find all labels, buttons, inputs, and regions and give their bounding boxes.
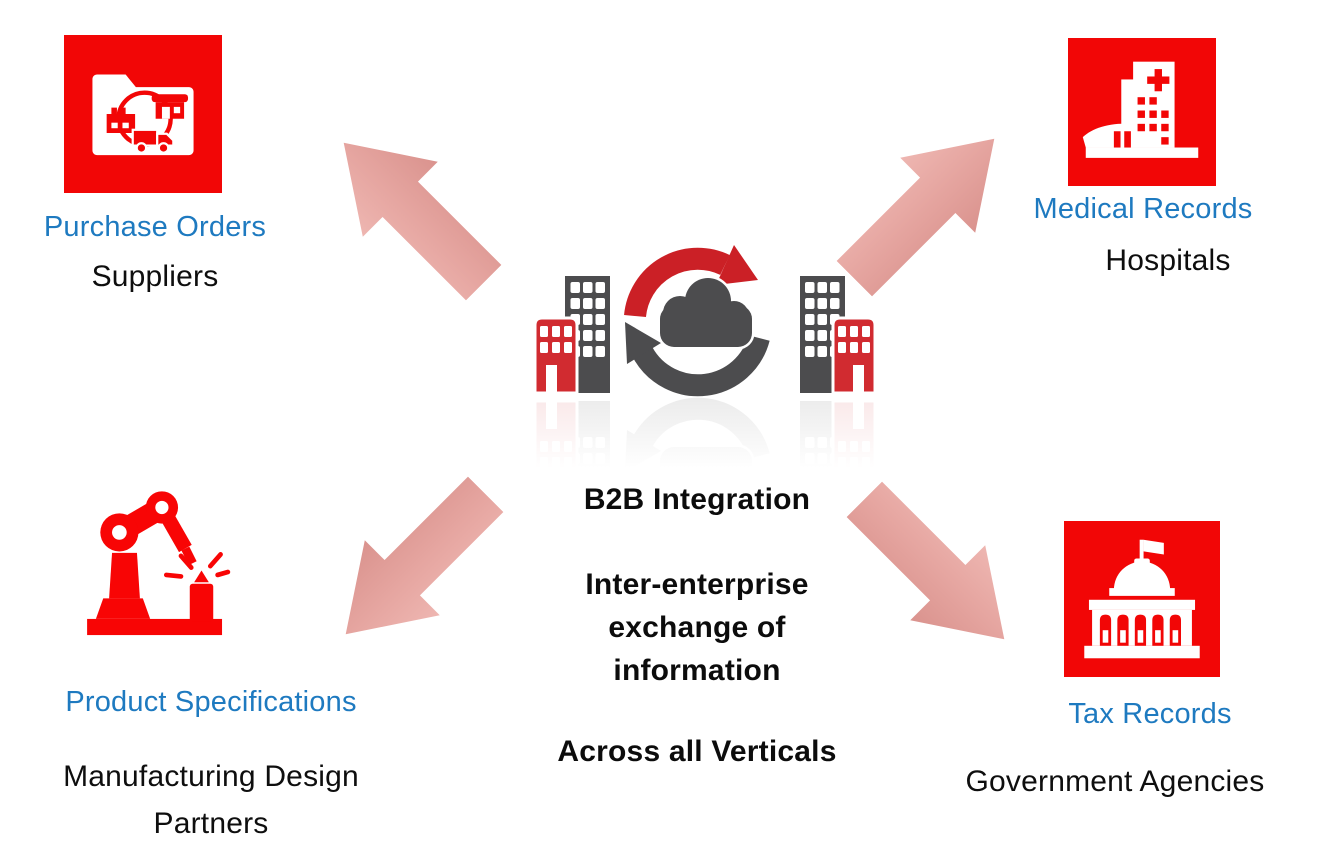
node-label-purchase-orders: Purchase Orders	[43, 211, 267, 243]
cloud-sync-buildings-icon	[520, 243, 890, 468]
node-sublabel-manufacturing-design-partners: Manufacturing Design Partners	[63, 760, 359, 840]
hospital-icon	[1068, 38, 1216, 186]
node-label-product-specifications: Product Specifications	[65, 686, 357, 718]
center-footer: Across all Verticals	[557, 735, 837, 768]
arrow-to-top-left	[303, 102, 522, 321]
sync-arrows	[624, 245, 770, 397]
node-label-medical-records: Medical Records	[1033, 193, 1253, 225]
node-sublabel-government-agencies: Government Agencies	[965, 765, 1265, 798]
cloud-icon	[657, 275, 755, 350]
arrow-to-bottom-left	[305, 455, 524, 674]
capitol-icon	[1064, 521, 1220, 677]
right-buildings	[800, 276, 877, 395]
purchase-folder-icon	[64, 35, 222, 193]
node-sublabel-hospitals: Hospitals	[1105, 244, 1231, 277]
node-label-tax-records: Tax Records	[1068, 698, 1232, 730]
node-sublabel-suppliers: Suppliers	[91, 260, 219, 293]
robot-arm-icon	[84, 484, 231, 638]
center-subtitle: Inter-enterprise exchange of information	[585, 568, 809, 687]
center-title: B2B Integration	[583, 483, 811, 516]
left-buildings	[533, 276, 610, 395]
arrow-to-top-right	[815, 98, 1034, 317]
arrow-to-bottom-right	[825, 460, 1044, 679]
